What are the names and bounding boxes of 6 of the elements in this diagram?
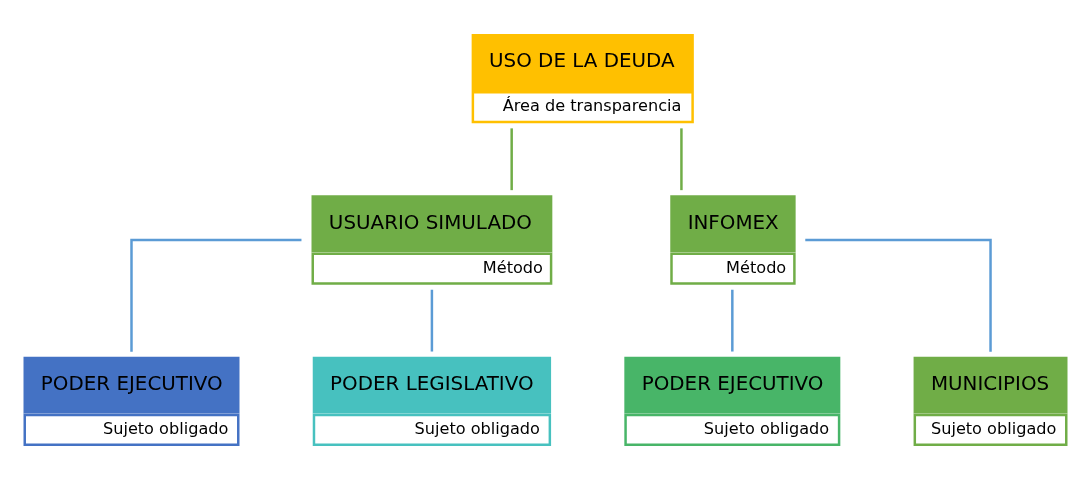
connector — [130, 238, 302, 352]
connector — [430, 289, 434, 352]
connector — [805, 238, 992, 352]
connector — [731, 289, 734, 352]
connector — [510, 127, 513, 190]
connector — [680, 127, 683, 190]
